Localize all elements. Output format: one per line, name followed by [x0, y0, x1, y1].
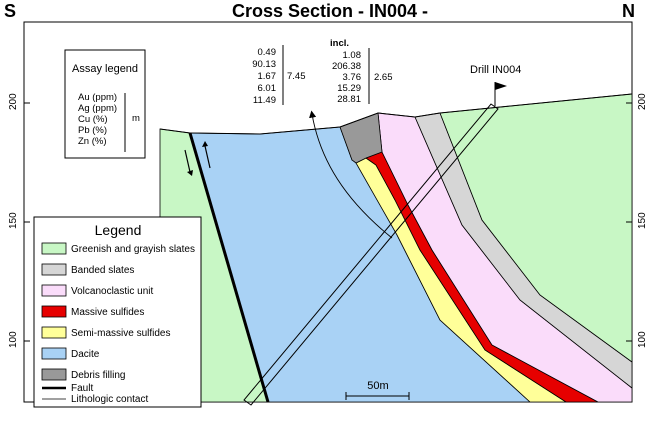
assay-incl-ag-value: 206.38 — [332, 61, 361, 72]
left-tick-150: 150 — [8, 212, 19, 229]
legend-label-massive-sulfides: Massive sulfides — [71, 307, 144, 318]
compass-north: N — [622, 1, 635, 21]
right-tick-100: 100 — [637, 331, 648, 348]
assay-legend-cu: Cu (%) — [78, 114, 108, 125]
compass-south: S — [4, 1, 16, 21]
scale-bar: 50m — [345, 380, 410, 400]
assay-ag-value: 90.13 — [252, 59, 276, 70]
right-tick-150: 150 — [637, 212, 648, 229]
assay-legend-ag: Ag (ppm) — [78, 103, 117, 114]
assay-length: 7.45 — [287, 71, 306, 82]
legend-label-volcanoclastic: Volcanoclastic unit — [71, 286, 153, 297]
assay-pb-value: 6.01 — [258, 83, 277, 94]
drill-flag-icon — [495, 82, 507, 90]
legend-swatch-debris-filling — [41, 368, 67, 381]
assay-incl-zn-value: 28.81 — [337, 94, 361, 105]
diagram-title: Cross Section - IN004 - — [232, 1, 428, 21]
assay-values: 0.49 90.13 1.67 6.01 11.49 7.45 incl. 1.… — [252, 38, 392, 106]
assay-zn-value: 11.49 — [253, 95, 276, 106]
legend-label-fault: Fault — [71, 383, 93, 394]
legend-label-debris-filling: Debris filling — [71, 370, 125, 381]
scale-label: 50m — [367, 380, 388, 392]
assay-legend-au: Au (ppm) — [78, 92, 117, 103]
assay-incl-cu-value: 3.76 — [343, 72, 362, 83]
assay-au-value: 0.49 — [258, 47, 277, 58]
legend-label-slates: Greenish and grayish slates — [71, 244, 195, 255]
assay-legend-unit: m — [132, 113, 140, 124]
right-tick-200: 200 — [637, 93, 648, 110]
legend-swatch-volcanoclastic — [41, 284, 67, 297]
assay-legend-pb: Pb (%) — [78, 125, 107, 136]
fault-line — [188, 132, 270, 403]
legend-label-banded-slates: Banded slates — [71, 265, 134, 276]
assay-incl-pb-value: 15.29 — [337, 83, 361, 94]
intercept-arrow — [309, 110, 393, 239]
assay-incl-length: 2.65 — [374, 72, 393, 83]
legend-swatch-slates — [41, 242, 67, 255]
legend-swatch-massive-sulfides — [41, 305, 67, 318]
assay-legend-title: Assay legend — [72, 63, 138, 75]
geology-layers — [159, 93, 633, 403]
right-axis: 200 150 100 — [626, 93, 648, 348]
lithology-legend: Legend Greenish and grayish slates Bande… — [33, 216, 202, 408]
left-tick-200: 200 — [8, 93, 19, 110]
legend-label-contact: Lithologic contact — [71, 394, 148, 405]
left-tick-100: 100 — [8, 331, 19, 348]
legend-label-dacite: Dacite — [71, 349, 100, 360]
legend-title: Legend — [95, 222, 142, 238]
legend-label-semi-massive-sulfides: Semi-massive sulfides — [71, 328, 170, 339]
legend-swatch-dacite — [41, 347, 67, 360]
legend-swatch-semi-massive-sulfides — [41, 326, 67, 339]
assay-legend: Assay legend Au (ppm) Ag (ppm) Cu (%) Pb… — [64, 49, 146, 159]
assay-incl-label: incl. — [330, 38, 349, 49]
fault-motion-arrows — [184, 141, 211, 176]
drill-hole-trace — [243, 103, 499, 406]
left-axis: 200 150 100 — [8, 93, 30, 348]
topographic-surface — [159, 93, 633, 135]
assay-cu-value: 1.67 — [258, 71, 277, 82]
assay-incl-au-value: 1.08 — [343, 50, 362, 61]
assay-legend-zn: Zn (%) — [78, 136, 107, 147]
drill-label: Drill IN004 — [470, 64, 521, 76]
legend-swatch-banded-slates — [41, 263, 67, 276]
